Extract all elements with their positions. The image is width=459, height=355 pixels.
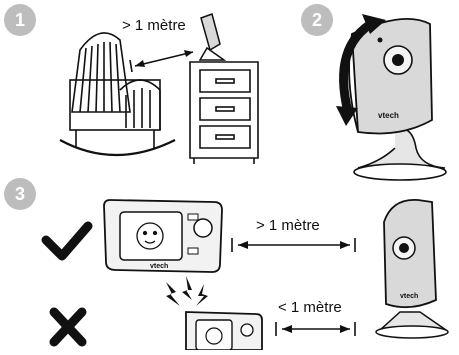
baby-camera-small: vtech	[376, 200, 448, 338]
check-icon	[46, 226, 88, 256]
step-3: 3 vtech > 1 mètre	[4, 178, 448, 350]
baby-camera-brand-logo: vtech	[400, 293, 418, 300]
crib-illustration	[60, 33, 175, 155]
cross-icon	[54, 312, 82, 342]
step-2: 2 vtech	[301, 4, 446, 180]
dresser-illustration	[190, 62, 258, 164]
step-1-distance: > 1 mètre	[122, 17, 193, 72]
step-1-number: 1	[15, 10, 25, 30]
incorrect-distance-label: < 1 mètre	[278, 299, 342, 316]
step-1-badge: 1	[4, 4, 36, 36]
step-3-badge: 3	[4, 178, 36, 210]
correct-distance: > 1 mètre	[232, 217, 355, 252]
step-1: 1 > 1 mètre	[4, 4, 258, 164]
correct-distance-label: > 1 mètre	[256, 217, 320, 234]
step-3-number: 3	[15, 184, 25, 204]
baby-camera-large: vtech	[336, 14, 446, 180]
step-1-distance-label: > 1 mètre	[122, 17, 186, 34]
parent-unit-incorrect	[186, 312, 262, 350]
camera-brand-logo: vtech	[378, 111, 399, 120]
step-2-number: 2	[312, 10, 322, 30]
interference-burst-icon	[166, 276, 208, 306]
step-2-badge: 2	[301, 4, 333, 36]
small-camera-icon	[200, 14, 224, 60]
parent-unit-correct: vtech	[104, 200, 222, 272]
incorrect-distance: < 1 mètre	[276, 299, 355, 336]
parent-unit-brand-logo: vtech	[150, 263, 168, 270]
